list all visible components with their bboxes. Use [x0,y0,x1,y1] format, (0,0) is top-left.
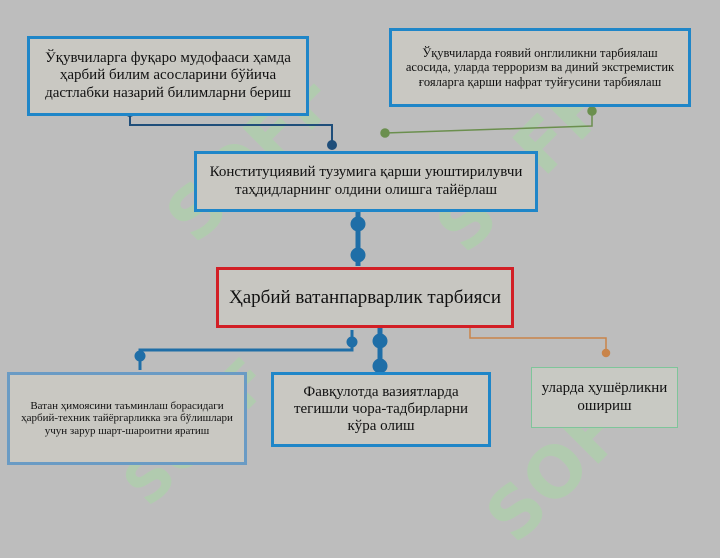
box-center-main-text: Ҳарбий ватанпарварлик тарбияси [229,286,501,308]
connector-middle-center [350,212,366,266]
box-bottom-right: уларда ҳушёрликни ошириш [531,367,678,428]
box-top-left-text: Ўқувчиларга фуқаро мудофааси ҳамда ҳарби… [45,50,291,101]
box-top-right: Ўқувчиларда ғоявий онглиликни тарбиялаш … [389,28,691,107]
connector-dot [372,358,388,374]
connector-dot [346,336,358,348]
connector-dot [587,106,597,116]
connector-dot [380,128,390,138]
connector-dot [372,333,388,349]
connector-dot [134,350,146,362]
connector-dot [350,216,366,232]
box-bottom-right-text: уларда ҳушёрликни ошириш [541,380,668,414]
connector-dot [601,348,611,358]
box-middle-text: Конституциявий тузумига қарши уюштирилув… [209,164,523,198]
connector-lines [125,106,611,374]
box-center-main: Ҳарбий ватанпарварлик тарбияси [216,267,514,328]
connector-dot [350,247,366,263]
box-bottom-left-text: Ватан ҳимоясини таъминлаш борасидаги ҳар… [21,399,233,437]
connector-dot [327,140,337,150]
box-top-right-text: Ўқувчиларда ғоявий онглиликни тарбиялаш … [405,45,675,89]
box-bottom-middle: Фавқулотда вазиятларда тегишли чора-тадб… [271,372,491,447]
box-bottom-middle-text: Фавқулотда вазиятларда тегишли чора-тадб… [293,383,469,435]
connector-top-right [380,106,597,138]
box-middle: Конституциявий тузумига қарши уюштирилув… [194,151,538,212]
connector-bottom-middle [372,328,388,374]
connector-bottom-left [134,330,358,370]
diagram-canvas: SOFF SOFF SOFF SOFF [7,28,691,558]
box-bottom-left: Ватан ҳимоясини таъминлаш борасидаги ҳар… [7,372,247,465]
box-top-left: Ўқувчиларга фуқаро мудофааси ҳамда ҳарби… [27,36,309,116]
